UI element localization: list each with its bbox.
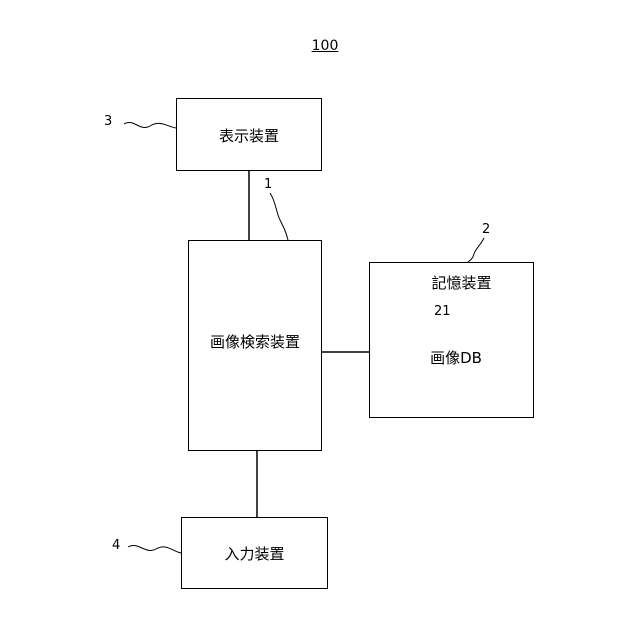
display-device-label: 表示装置	[177, 125, 321, 146]
input-device-box: 入力装置	[181, 517, 328, 589]
storage-device-label: 記憶装置	[390, 272, 533, 293]
input-device-ref: 4	[112, 538, 120, 553]
image-search-device-box: 画像検索装置	[188, 240, 322, 451]
display-device-box: 表示装置	[176, 98, 322, 171]
storage-device-ref: 2	[482, 222, 490, 237]
leader-4	[128, 545, 181, 553]
storage-device-box: 記憶装置	[369, 262, 534, 418]
input-device-label: 入力装置	[182, 543, 327, 564]
image-db-label: 画像DB	[398, 347, 514, 368]
leader-2	[468, 238, 484, 262]
leader-1	[270, 193, 288, 240]
leader-3	[124, 122, 176, 128]
image-search-device-label: 画像検索装置	[189, 331, 321, 352]
figure-number: 100	[305, 38, 345, 54]
image-search-device-ref: 1	[264, 177, 272, 192]
display-device-ref: 3	[104, 114, 112, 129]
image-db-ref: 21	[434, 304, 451, 319]
